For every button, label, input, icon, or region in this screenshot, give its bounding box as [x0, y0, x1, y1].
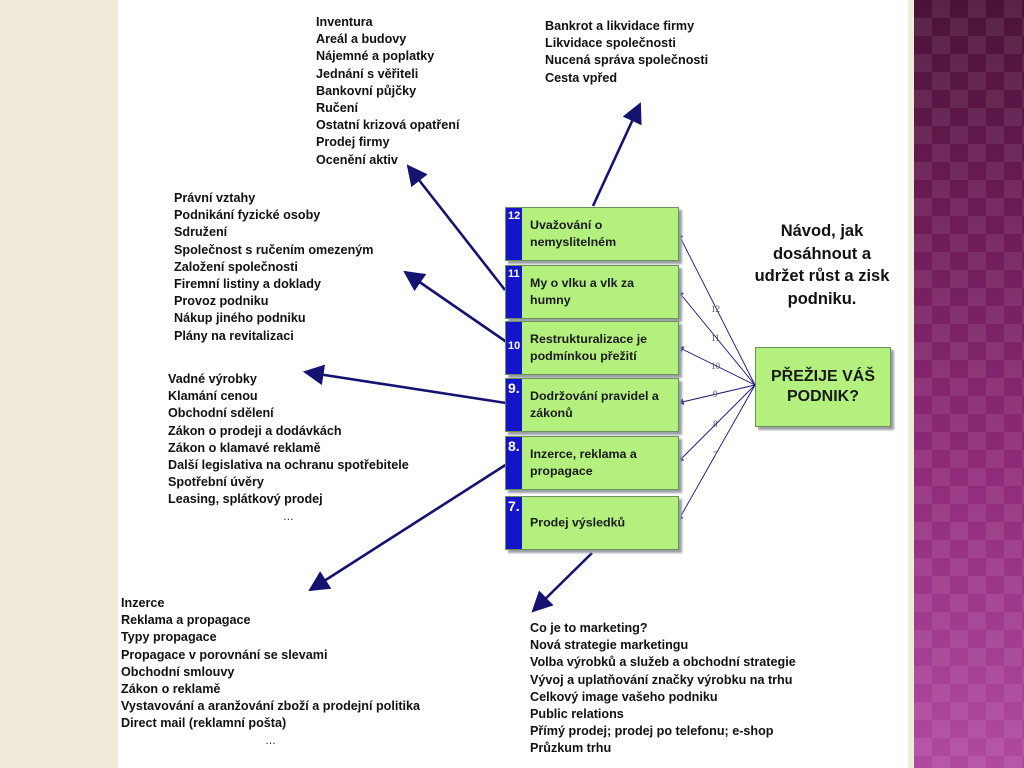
step-label: Restrukturalizace je podmínkou přežití [530, 332, 648, 363]
list-more-indicator: … [265, 734, 277, 747]
connector-label-8: 8 [713, 419, 718, 429]
list-item: Nová strategie marketingu [530, 638, 689, 653]
step-number: 8. [506, 437, 522, 489]
step-number: 10 [506, 322, 522, 374]
list-item: Direct mail (reklamní pošta) [121, 716, 287, 731]
step-box-12: 12 Uvažování o nemyslitelném [505, 207, 679, 261]
list-item: Společnost s ručením omezeným [174, 242, 374, 257]
survive-question-box: PŘEŽIJE VÁŠ PODNIK? [755, 347, 891, 427]
connector-label-10: 10 [711, 361, 720, 371]
list-item: Inventura [316, 15, 373, 29]
step-label: My o vlku a vlk za humny [530, 276, 634, 307]
guide-heading: Návod, jak dosáhnout a udržet růst a zis… [754, 222, 890, 308]
list-item: Co je to marketing? [530, 621, 648, 635]
step-number: 7. [506, 497, 522, 549]
connector-12 [677, 232, 756, 386]
divider-strip [908, 0, 914, 768]
decorative-side-panel [914, 0, 1024, 768]
step-number: 11 [506, 266, 522, 318]
list-item: Nucená správa společnosti [545, 53, 709, 68]
list-item: Další legislativa na ochranu spotřebitel… [168, 458, 409, 473]
list-item: Vystavování a aranžování zboží a prodejn… [121, 699, 421, 714]
arrow-step9 [302, 364, 507, 405]
step-label: Uvažování o nemyslitelném [530, 218, 617, 249]
arrow-step8 [308, 462, 508, 592]
list-more-indicator: … [282, 510, 294, 523]
diamond-pattern [914, 0, 1024, 768]
list-step12: Bankrot a likvidace firmy Likvidace spol… [545, 18, 708, 87]
list-item: Přímý prodej; prodej po telefonu; e-shop [530, 724, 774, 739]
step-label: Prodej výsledků [530, 515, 626, 530]
list-step9: Vadné výrobky Klamání cenou Obchodní sdě… [168, 371, 409, 526]
list-item: Areál a budovy [316, 32, 407, 47]
list-item: Obchodní sdělení [168, 406, 274, 421]
connector-11 [677, 290, 756, 386]
list-item: Ocenění aktiv [316, 152, 398, 167]
list-item: Klamání cenou [168, 389, 258, 404]
list-item: Podnikání fyzické osoby [174, 208, 321, 223]
connector-label-12: 12 [711, 304, 720, 314]
list-item: Zákon o prodeji a dodávkách [168, 423, 342, 438]
connector-8 [677, 384, 756, 463]
list-item: Plány na revitalizaci [174, 328, 294, 343]
list-item: Bankrot a likvidace firmy [545, 19, 695, 33]
list-item: Reklama a propagace [121, 613, 251, 628]
list-item: Průzkum trhu [530, 741, 612, 756]
list-step8: Inzerce Reklama a propagace Typy propaga… [121, 595, 420, 750]
arrow-step11 [406, 164, 507, 291]
list-step10: Právní vztahy Podnikání fyzické osoby Sd… [174, 190, 373, 345]
list-item: Provoz podniku [174, 294, 269, 309]
step-number: 12 [506, 208, 522, 260]
list-item: Firemní listiny a doklady [174, 277, 321, 292]
step-label: Dodržování pravidel a zákonů [530, 389, 659, 420]
list-item: Volba výrobků a služeb a obchodní strate… [530, 655, 796, 670]
list-item: Sdružení [174, 225, 228, 240]
list-item: Cesta vpřed [545, 70, 618, 85]
list-item: Vadné výrobky [168, 372, 257, 386]
step-number: 9. [506, 379, 522, 431]
step-box-7: 7. Prodej výsledků [505, 496, 679, 550]
list-item: Likvidace společnosti [545, 36, 676, 51]
list-item: Prodej firmy [316, 135, 390, 150]
arrow-step7 [531, 552, 593, 613]
step-label: Inzerce, reklama a propagace [530, 447, 637, 478]
list-item: Ostatní krizová opatření [316, 118, 460, 133]
list-item: Vývoj a uplatňování značky výrobku na tr… [530, 672, 793, 687]
connector-9 [677, 384, 756, 405]
step-box-11: 11 My o vlku a vlk za humny [505, 265, 679, 319]
step-box-10: 10 Restrukturalizace je podmínkou přežit… [505, 321, 679, 375]
list-item: Public relations [530, 707, 624, 722]
list-item: Propagace v porovnání se slevami [121, 647, 328, 662]
list-item: Zákon o klamavé reklamě [168, 440, 321, 455]
connector-7 [677, 384, 756, 522]
list-item: Obchodní smlouvy [121, 664, 235, 679]
list-item: Založení společnosti [174, 259, 298, 274]
connector-label-9: 9 [713, 389, 718, 399]
list-item: Inzerce [121, 596, 165, 610]
list-item: Právní vztahy [174, 191, 256, 205]
left-background [0, 0, 118, 768]
arrow-step12 [591, 102, 642, 207]
list-item: Spotřební úvěry [168, 475, 264, 490]
connector-label-7: 7 [713, 450, 718, 460]
step-box-8: 8. Inzerce, reklama a propagace [505, 436, 679, 490]
step-box-9: 9. Dodržování pravidel a zákonů [505, 378, 679, 432]
list-item: Bankovní půjčky [316, 83, 417, 98]
list-step11: Inventura Areál a budovy Nájemné a popla… [316, 14, 459, 169]
list-item: Typy propagace [121, 630, 217, 645]
arrow-step10 [403, 270, 509, 345]
list-item: Nákup jiného podniku [174, 311, 306, 326]
list-item: Leasing, splátkový prodej [168, 492, 323, 507]
list-item: Celkový image vašeho podniku [530, 689, 718, 704]
connector-label-11: 11 [711, 333, 720, 343]
connector-10 [677, 346, 756, 386]
list-item: Zákon o reklamě [121, 682, 221, 697]
list-item: Ručení [316, 101, 358, 116]
list-step7: Co je to marketing? Nová strategie marke… [530, 620, 796, 758]
list-item: Jednání s věřiteli [316, 66, 419, 81]
list-item: Nájemné a poplatky [316, 49, 435, 64]
